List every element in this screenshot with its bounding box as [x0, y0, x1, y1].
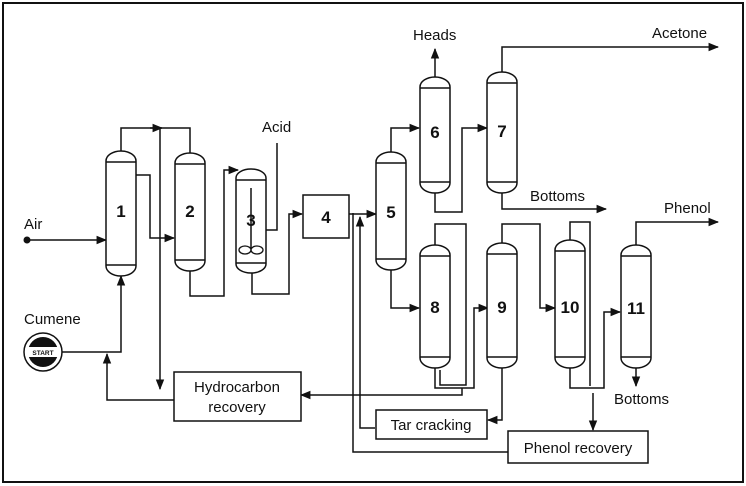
cumene-label: Cumene: [24, 311, 81, 328]
hydrocarbon-recovery-line2: recovery: [208, 399, 266, 416]
phenol-label: Phenol: [664, 200, 711, 217]
unit-7-label: 7: [497, 122, 506, 141]
unit-6-label: 6: [430, 123, 439, 142]
unit-9-label: 9: [497, 298, 506, 317]
start-badge: START: [23, 332, 63, 372]
unit-1-column: 1: [105, 150, 137, 277]
unit-5-column: 5: [375, 151, 407, 271]
unit-1-label: 1: [116, 202, 125, 221]
unit-2-column: 2: [174, 152, 206, 272]
hydrocarbon-recovery-line1: Hydrocarbon: [194, 379, 280, 396]
heads-label: Heads: [413, 27, 456, 44]
unit-2-label: 2: [185, 202, 194, 221]
unit-3-reactor: 3: [235, 168, 267, 274]
acid-label: Acid: [262, 119, 291, 136]
unit-11-label: 11: [627, 299, 645, 318]
unit-8-column: 8: [419, 244, 451, 369]
unit-3-label: 3: [246, 211, 255, 230]
tar-cracking-label: Tar cracking: [391, 417, 472, 434]
bottoms-bottom-label: Bottoms: [614, 391, 669, 408]
bottoms-top-label: Bottoms: [530, 188, 585, 205]
unit-4-box: 4: [302, 194, 350, 239]
unit-10-column: 10: [554, 239, 586, 369]
unit-11-column: 11: [620, 244, 652, 369]
unit-8-label: 8: [430, 298, 439, 317]
start-badge-label: START: [32, 350, 53, 357]
air-inlet-dot: [23, 236, 31, 244]
piping: [27, 42, 720, 453]
hydrocarbon-recovery-box: Hydrocarbon recovery: [173, 371, 302, 422]
unit-5-label: 5: [386, 203, 395, 222]
unit-10-label: 10: [561, 298, 580, 317]
unit-6-column: 6: [419, 76, 451, 194]
tar-cracking-box: Tar cracking: [375, 409, 488, 440]
unit-7-column: 7: [486, 71, 518, 194]
unit-9-column: 9: [486, 242, 518, 369]
acetone-label: Acetone: [652, 25, 707, 42]
air-label: Air: [24, 216, 42, 233]
unit-4-label: 4: [321, 208, 331, 227]
phenol-recovery-label: Phenol recovery: [524, 440, 633, 457]
phenol-recovery-box: Phenol recovery: [507, 430, 649, 464]
